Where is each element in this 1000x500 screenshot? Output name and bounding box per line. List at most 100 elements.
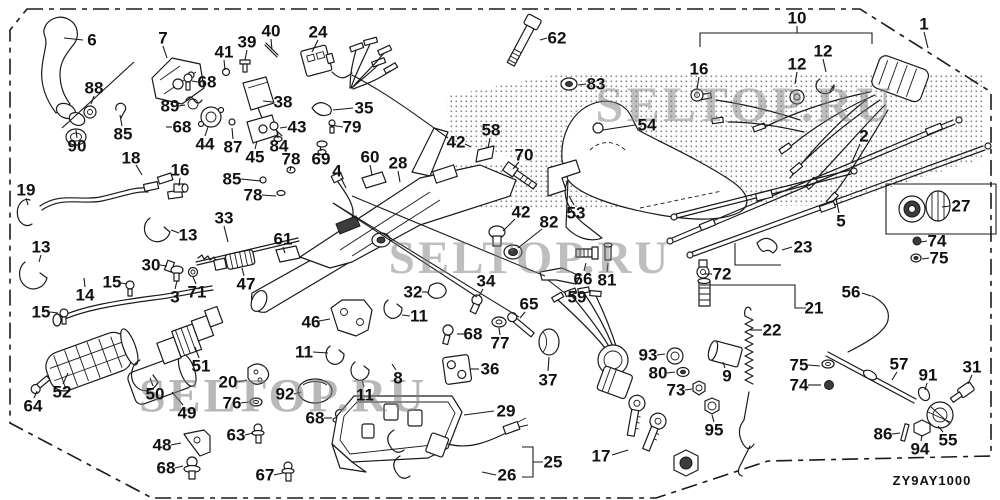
leader-line-50 <box>149 377 154 387</box>
callout-81: 81 <box>598 271 617 290</box>
callout-87: 87 <box>224 138 243 157</box>
callout-79: 79 <box>343 118 362 137</box>
leader-line-69 <box>319 145 322 152</box>
callout-35: 35 <box>355 99 374 118</box>
leader-line-87 <box>231 127 234 140</box>
part-clamp-11a <box>383 299 403 319</box>
leader-line-81 <box>606 262 609 273</box>
callout-6: 6 <box>87 31 96 50</box>
group-21 <box>700 284 806 309</box>
callout-95: 95 <box>705 421 724 440</box>
part-wire-harness <box>690 55 930 206</box>
callout-16: 16 <box>690 60 709 79</box>
callout-68: 68 <box>306 409 325 428</box>
leader-line-78 <box>289 165 292 172</box>
part-switch-panel <box>442 324 560 385</box>
callout-5: 5 <box>836 212 845 231</box>
leader-line-54 <box>602 124 636 131</box>
callout-11: 11 <box>356 386 374 405</box>
callout-56: 56 <box>842 283 861 302</box>
leader-line-84 <box>276 132 279 139</box>
install-line-c <box>351 195 546 277</box>
diagram-code: ZY9AY1000 <box>893 473 972 488</box>
part-handle-tray <box>331 395 529 479</box>
leader-line-46 <box>318 318 331 322</box>
callout-66: 66 <box>574 270 593 289</box>
leader-line-76 <box>240 401 250 404</box>
callout-51: 51 <box>192 357 211 376</box>
part-ignition-switch <box>551 286 699 477</box>
leader-line-24 <box>311 39 319 53</box>
leader-line-92 <box>293 391 302 395</box>
callout-34: 34 <box>477 272 496 291</box>
part-clamp-11b <box>325 345 345 365</box>
dashed-frame <box>9 8 992 499</box>
callout-22: 22 <box>763 321 782 340</box>
callout-91: 91 <box>919 366 938 385</box>
leader-line-56 <box>861 292 872 297</box>
leader-line-14 <box>83 277 86 288</box>
callout-47: 47 <box>237 275 256 294</box>
leader-line-57 <box>891 371 898 381</box>
leader-line-11 <box>312 351 329 354</box>
group-23 <box>734 243 781 266</box>
leader-line-15 <box>120 282 128 285</box>
callout-80: 80 <box>649 364 668 383</box>
part-grip-explosion <box>30 305 348 482</box>
leader-line-35 <box>332 107 354 111</box>
leader-line-1 <box>923 31 929 49</box>
part-cables-left <box>16 172 214 327</box>
callout-25: 25 <box>544 453 563 472</box>
leader-line-3 <box>174 280 178 290</box>
leader-line-49 <box>171 391 184 406</box>
leader-line-26 <box>481 471 497 476</box>
callout-13: 13 <box>32 238 51 257</box>
part-clamp-11c <box>350 361 370 381</box>
leader-line-27 <box>941 205 951 208</box>
callout-82: 82 <box>540 213 559 232</box>
leader-line-52 <box>62 372 69 385</box>
callout-75: 75 <box>790 356 809 375</box>
callout-53: 53 <box>567 204 586 223</box>
callout-74: 74 <box>790 376 809 395</box>
callout-30: 30 <box>142 256 161 275</box>
part-sensor-cable <box>387 417 529 479</box>
leader-line-73 <box>684 388 693 391</box>
leader-line-44 <box>204 126 209 137</box>
callout-16: 16 <box>171 161 190 180</box>
callout-24: 24 <box>309 23 328 42</box>
leader-line-51 <box>194 346 200 359</box>
wire-24-to-harness <box>351 74 449 139</box>
callout-17: 17 <box>592 447 611 466</box>
leader-line-88 <box>90 95 95 105</box>
part-tiller-arm <box>250 127 523 381</box>
leader-line-62 <box>539 37 548 41</box>
watermark: SELTOP.RU <box>596 76 895 132</box>
callout-86: 86 <box>874 425 893 444</box>
callout-50: 50 <box>146 385 165 404</box>
callout-61: 61 <box>274 230 293 249</box>
callout-76: 76 <box>223 394 242 413</box>
callout-74: 74 <box>928 232 947 251</box>
callout-63: 63 <box>227 426 246 445</box>
leader-line-16 <box>696 76 700 90</box>
callout-49: 49 <box>178 404 197 423</box>
part-throttle-cables <box>666 116 992 259</box>
callout-68: 68 <box>198 73 217 92</box>
leader-line-67 <box>273 472 284 476</box>
leader-line-58 <box>487 137 491 149</box>
leader-line-41 <box>223 59 226 71</box>
leader-line-55 <box>937 425 944 433</box>
leader-line-86 <box>891 432 901 435</box>
install-line-b <box>332 202 520 318</box>
leader-line-42 <box>464 143 472 148</box>
callout-20: 20 <box>219 373 238 392</box>
leader-line-59 <box>547 279 567 295</box>
leader-line-74 <box>920 240 928 243</box>
callout-28: 28 <box>389 154 408 173</box>
callout-94: 94 <box>911 440 930 459</box>
part-wire-terminals <box>349 36 399 90</box>
install-line-a <box>332 202 478 298</box>
